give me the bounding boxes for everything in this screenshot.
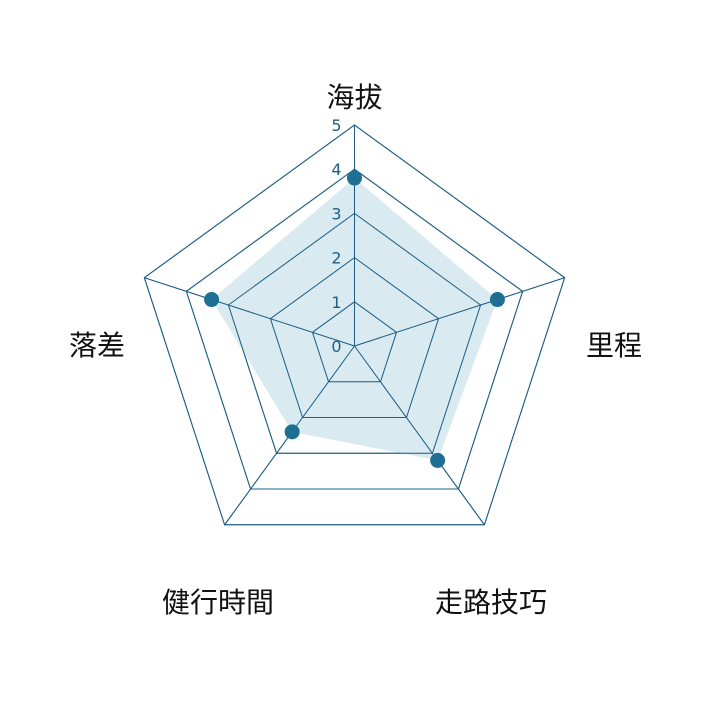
category-label-3: 走路技巧 <box>435 586 547 619</box>
tick-label-4: 4 <box>331 160 341 179</box>
data-point-1 <box>347 170 362 186</box>
tick-label-0: 0 <box>331 337 341 356</box>
data-point-4 <box>284 424 300 440</box>
grid-spoke-2-overlay <box>354 277 565 347</box>
grid-ring-2-overlay <box>269 256 440 419</box>
grid-ring-1-overlay <box>311 301 398 383</box>
tick-label-5: 5 <box>331 116 341 135</box>
tick-label-1: 1 <box>331 293 341 312</box>
data-point-5 <box>204 292 220 308</box>
grid-overlay <box>143 124 566 526</box>
grid-ring-4-overlay <box>185 168 524 490</box>
series-layer <box>143 124 566 526</box>
tick-label-2: 2 <box>331 249 341 268</box>
tick-label-3: 3 <box>331 204 341 223</box>
category-label-5: 落差 <box>69 329 125 362</box>
category-label-2: 里程 <box>586 329 642 362</box>
category-label-4: 健行時間 <box>162 586 274 619</box>
data-point-2 <box>489 292 505 308</box>
grid-ring-3-overlay <box>227 212 482 454</box>
grid-ring-5-overlay <box>143 124 566 526</box>
grid-spoke-5-overlay <box>144 277 355 347</box>
grid-spoke-3-overlay <box>354 345 485 526</box>
data-point-3 <box>430 452 446 468</box>
category-label-1: 海拔 <box>326 81 382 114</box>
